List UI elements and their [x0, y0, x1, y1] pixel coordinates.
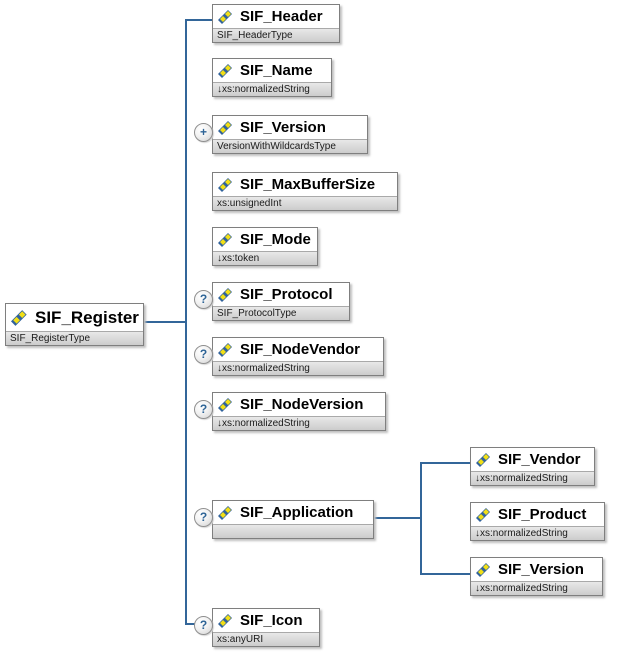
node-type: ↓xs:normalizedString	[213, 416, 385, 430]
node-label: SIF_Protocol	[240, 286, 333, 303]
node-label: SIF_Register	[35, 307, 139, 327]
node-title-row: SIF_Mode	[213, 228, 317, 251]
element-icon	[218, 120, 232, 135]
node-type: ↓xs:normalizedString	[471, 581, 602, 595]
node-title-row: SIF_Protocol	[213, 283, 349, 306]
node-title-row: SIF_Application	[213, 501, 373, 524]
element-icon	[218, 232, 232, 247]
node-label: SIF_Mode	[240, 231, 311, 248]
element-icon	[11, 309, 27, 326]
element-icon	[218, 63, 232, 78]
node-sif-header[interactable]: SIF_Header SIF_HeaderType	[212, 4, 340, 43]
node-title-row: SIF_Register	[6, 304, 143, 331]
node-sif-protocol[interactable]: SIF_Protocol SIF_ProtocolType	[212, 282, 350, 321]
node-sif-vendor[interactable]: SIF_Vendor ↓xs:normalizedString	[470, 447, 595, 486]
node-type: ↓xs:normalizedString	[471, 526, 604, 540]
optional-badge-sif-protocol[interactable]: ?	[194, 290, 213, 309]
element-icon	[218, 287, 232, 302]
node-type: ↓xs:normalizedString	[213, 82, 331, 96]
node-sif-register[interactable]: SIF_Register SIF_RegisterType	[5, 303, 144, 346]
node-title-row: SIF_Header	[213, 5, 339, 28]
node-label: SIF_Application	[240, 504, 354, 521]
node-label: SIF_Version	[498, 561, 584, 578]
node-title-row: SIF_Vendor	[471, 448, 594, 471]
node-type: ↓xs:normalizedString	[213, 361, 383, 375]
element-icon	[218, 613, 232, 628]
node-title-row: SIF_Product	[471, 503, 604, 526]
node-title-row: SIF_Name	[213, 59, 331, 82]
node-label: SIF_MaxBufferSize	[240, 176, 376, 193]
element-icon	[476, 452, 490, 467]
node-label: SIF_Header	[240, 8, 323, 25]
node-sif-name[interactable]: SIF_Name ↓xs:normalizedString	[212, 58, 332, 97]
element-icon	[476, 562, 490, 577]
element-icon	[218, 342, 232, 357]
element-icon	[218, 505, 232, 520]
node-type: ↓xs:normalizedString	[471, 471, 594, 485]
node-label: SIF_NodeVendor	[240, 341, 361, 358]
node-sif-product[interactable]: SIF_Product ↓xs:normalizedString	[470, 502, 605, 541]
node-type: ↓xs:token	[213, 251, 317, 265]
repeat-badge-sif-version[interactable]: +	[194, 123, 213, 142]
optional-badge-sif-nodeversion[interactable]: ?	[194, 400, 213, 419]
node-sif-icon[interactable]: SIF_Icon xs:anyURI	[212, 608, 320, 647]
node-title-row: SIF_Version	[471, 558, 602, 581]
element-icon	[218, 177, 232, 192]
optional-badge-sif-icon[interactable]: ?	[194, 616, 213, 635]
element-icon	[218, 397, 232, 412]
node-label: SIF_Product	[498, 506, 587, 523]
node-type: SIF_HeaderType	[213, 28, 339, 42]
node-title-row: SIF_NodeVendor	[213, 338, 383, 361]
node-sif-application[interactable]: SIF_Application	[212, 500, 374, 539]
node-type: xs:unsignedInt	[213, 196, 397, 210]
node-title-row: SIF_NodeVersion	[213, 393, 385, 416]
node-type: VersionWithWildcardsType	[213, 139, 367, 153]
element-icon	[476, 507, 490, 522]
node-title-row: SIF_Version	[213, 116, 367, 139]
node-title-row: SIF_Icon	[213, 609, 319, 632]
element-icon	[218, 9, 232, 24]
node-title-row: SIF_MaxBufferSize	[213, 173, 397, 196]
node-label: SIF_NodeVersion	[240, 396, 364, 413]
node-label: SIF_Icon	[240, 612, 303, 629]
node-type: xs:anyURI	[213, 632, 319, 646]
node-label: SIF_Version	[240, 119, 326, 136]
optional-badge-sif-nodevendor[interactable]: ?	[194, 345, 213, 364]
node-label: SIF_Name	[240, 62, 313, 79]
node-sif-version[interactable]: SIF_Version VersionWithWildcardsType	[212, 115, 368, 154]
node-sif-nodeversion[interactable]: SIF_NodeVersion ↓xs:normalizedString	[212, 392, 386, 431]
node-type: SIF_ProtocolType	[213, 306, 349, 320]
node-sif-mode[interactable]: SIF_Mode ↓xs:token	[212, 227, 318, 266]
node-label: SIF_Vendor	[498, 451, 581, 468]
node-sif-version-app[interactable]: SIF_Version ↓xs:normalizedString	[470, 557, 603, 596]
optional-badge-sif-application[interactable]: ?	[194, 508, 213, 527]
node-type: SIF_RegisterType	[6, 331, 143, 345]
node-sif-maxbuffersize[interactable]: SIF_MaxBufferSize xs:unsignedInt	[212, 172, 398, 211]
node-sif-nodevendor[interactable]: SIF_NodeVendor ↓xs:normalizedString	[212, 337, 384, 376]
node-type	[213, 524, 373, 538]
